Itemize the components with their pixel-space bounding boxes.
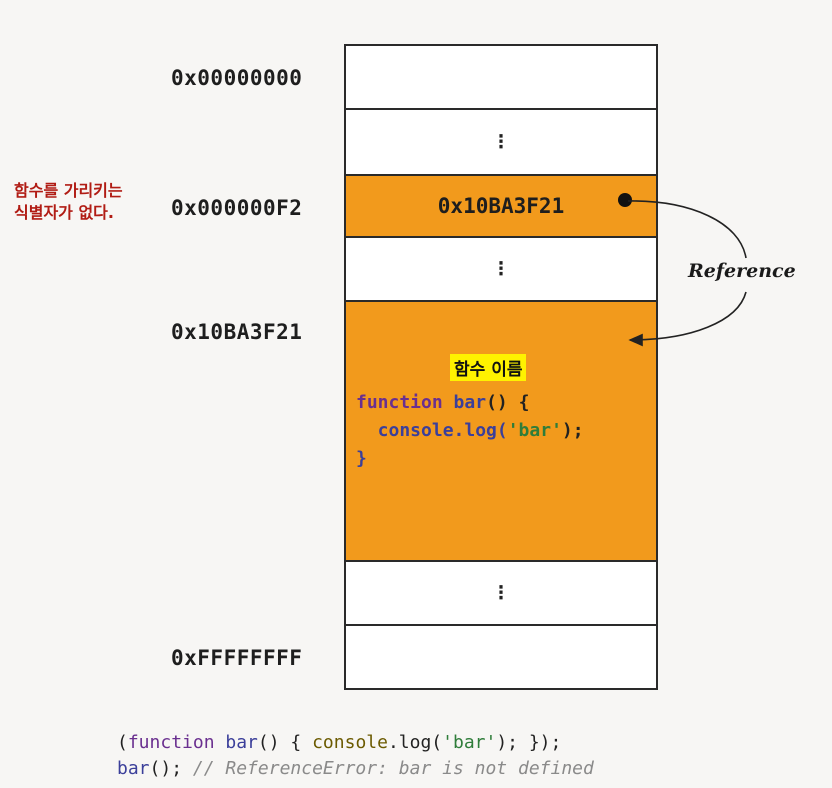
ellipsis-icon: ⋮ xyxy=(492,131,510,153)
memory-cell-function: 함수 이름 function bar() { console.log('bar'… xyxy=(344,300,658,562)
ellipsis-icon: ⋮ xyxy=(492,582,510,604)
address-ref-cell: 0x000000F2 xyxy=(171,196,303,220)
bottom-code-line-1: (function bar() { console.log('bar'); })… xyxy=(117,732,562,753)
memory-cell-gap-1: ⋮ xyxy=(344,108,658,176)
reference-value: 0x10BA3F21 xyxy=(437,194,565,218)
address-start: 0x00000000 xyxy=(171,66,303,90)
bottom-code-line-2: bar(); // ReferenceError: bar is not def… xyxy=(117,758,594,779)
note-line-2: 식별자가 없다. xyxy=(14,203,114,222)
address-end: 0xFFFFFFFF xyxy=(171,646,303,670)
no-identifier-note: 함수를 가리키는 식별자가 없다. xyxy=(14,180,123,224)
memory-cell-start xyxy=(344,44,658,110)
function-code-line-2: console.log('bar'); xyxy=(356,420,584,441)
function-code-line-3: } xyxy=(356,448,367,469)
reference-dot-icon xyxy=(618,193,632,207)
reference-arrow-lower xyxy=(628,291,747,347)
memory-cell-gap-2: ⋮ xyxy=(344,236,658,302)
memory-cell-reference: 0x10BA3F21 xyxy=(344,174,658,238)
function-name-label: 함수 이름 xyxy=(450,354,527,381)
reference-arrow-upper xyxy=(627,200,747,259)
address-function-cell: 0x10BA3F21 xyxy=(171,320,303,344)
memory-cell-end xyxy=(344,624,658,690)
reference-label: Reference xyxy=(688,260,796,282)
function-code-line-1: function bar() { xyxy=(356,392,530,413)
ellipsis-icon: ⋮ xyxy=(492,258,510,280)
note-line-1: 함수를 가리키는 xyxy=(14,181,123,200)
